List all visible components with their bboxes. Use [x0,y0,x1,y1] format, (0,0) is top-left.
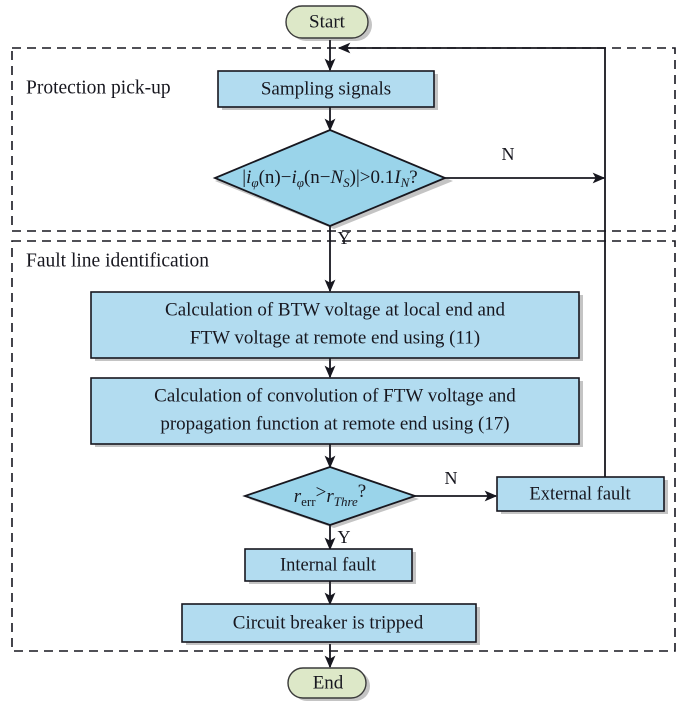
decision-ratio-no-label: N [445,468,458,488]
end-node-label: End [313,672,344,693]
sampling-node[interactable] [217,70,435,108]
calc-btw-node-line2: FTW voltage at remote end using (11) [190,327,480,348]
end-node[interactable] [287,667,367,699]
sampling-node-label: Sampling signals [261,78,391,99]
cond-n2: (n− [304,167,331,188]
decision-current-node[interactable] [212,129,448,227]
cond-N: N [329,167,344,188]
decision-current-no-label: N [502,144,515,164]
ratio-r2: r [326,486,334,507]
cond-I-sub: N [400,175,411,190]
start-node[interactable] [285,5,369,39]
cond-I: I [393,167,402,188]
decision-ratio-yes-label: Y [338,527,351,547]
cond-phi1: φ [251,175,258,190]
ratio-gt: > [316,482,327,503]
calc-conv-node-line1: Calculation of convolution of FTW voltag… [154,385,516,406]
cond-i1: i [246,167,251,188]
connector-feedback-loop [337,42,606,507]
ratio-question: ? [358,481,366,502]
external-fault-node-label: External fault [529,484,631,504]
calc-conv-node-line2: propagation function at remote end using… [160,413,509,434]
cond-n1: (n)− [259,167,292,188]
calc-btw-node[interactable] [90,291,580,359]
decision-current-label: |iφ(n)−iφ(n−NS)|>0.1IN? [242,167,417,190]
decision-ratio-label: rerr>rThre? [294,481,366,509]
cond-threshold: )|>0.1 [350,167,395,188]
start-node-label: Start [309,11,346,32]
circuit-breaker-node-label: Circuit breaker is tripped [233,612,424,633]
internal-fault-node-label: Internal fault [280,555,377,575]
cond-N-sub: S [343,175,350,190]
decision-ratio-node[interactable] [242,466,418,526]
cond-abs-open: | [242,167,246,188]
group-fault-line-identification-box [11,240,676,652]
cond-question: ? [409,167,417,188]
ratio-r1: r [294,486,302,507]
internal-fault-node[interactable] [244,548,413,582]
calc-conv-node[interactable] [90,377,580,445]
ratio-err-sub: err [301,494,316,509]
group-fault-line-identification-label: Fault line identification [26,250,209,271]
external-fault-node[interactable] [496,476,665,512]
group-protection-pickup-label: Protection pick-up [26,77,171,98]
cond-phi2: φ [297,175,304,190]
decision-current-yes-label: Y [338,228,351,248]
cond-i2: i [291,167,296,188]
circuit-breaker-node[interactable] [181,603,477,643]
calc-btw-node-line1: Calculation of BTW voltage at local end … [165,299,505,320]
ratio-thre-sub: Thre [334,494,358,509]
